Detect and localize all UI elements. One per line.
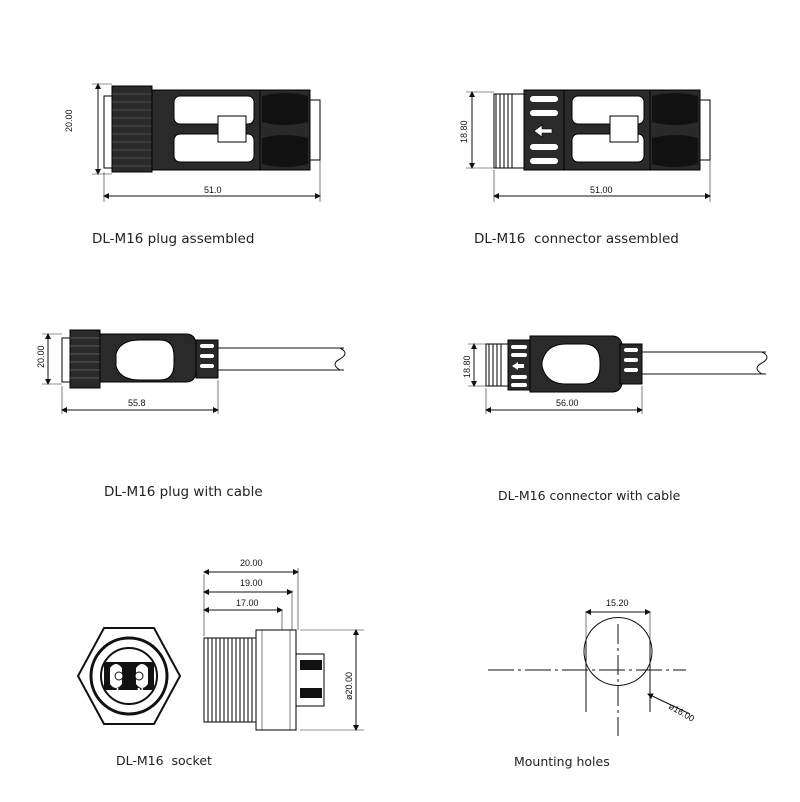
hole-width-label: 15.20: [606, 598, 629, 608]
sock-dia-label: ø20.00: [344, 672, 354, 700]
socket-front-view: L N: [76, 627, 182, 725]
caption-connector-cable: DL-M16 connector with cable: [498, 488, 681, 503]
caption-mounting-holes: Mounting holes: [514, 754, 610, 769]
pin-label-n: N: [137, 687, 144, 696]
caption-socket: DL-M16 socket: [116, 753, 212, 768]
plug-cable-drawing: 20.00 55.8: [36, 329, 346, 414]
socket-side-view: 20.00 19.00 17.00 ø20.00: [203, 558, 364, 731]
connector-assembled-drawing: 18.80 51.00: [459, 89, 711, 202]
mounting-hole-drawing: 15.20 ø16.00: [488, 598, 696, 736]
sock-w3-label: 17.00: [236, 598, 259, 608]
caption-connector-assembled: DL-M16 connector assembled: [474, 231, 679, 247]
connector-cable-drawing: 18.80 56.00: [462, 335, 768, 414]
cc-length-label: 56.00: [556, 398, 579, 408]
cc-height-label: 18.80: [462, 355, 472, 378]
pin-label-l: L: [116, 687, 121, 696]
pc-length-label: 55.8: [128, 398, 146, 408]
sock-w2-label: 19.00: [240, 578, 263, 588]
caption-plug-assembled: DL-M16 plug assembled: [92, 231, 255, 247]
pc-height-label: 20.00: [36, 345, 46, 368]
hole-dia-label: ø16.00: [667, 701, 696, 724]
pa-length-label: 51.0: [204, 185, 222, 195]
ca-length-label: 51.00: [590, 185, 613, 195]
ca-height-label: 18.80: [459, 120, 469, 143]
plug-assembled-drawing: 20.00 51.0: [64, 83, 321, 202]
sock-w1-label: 20.00: [240, 558, 263, 568]
pa-height-label: 20.00: [64, 109, 74, 132]
caption-plug-cable: DL-M16 plug with cable: [104, 484, 263, 500]
